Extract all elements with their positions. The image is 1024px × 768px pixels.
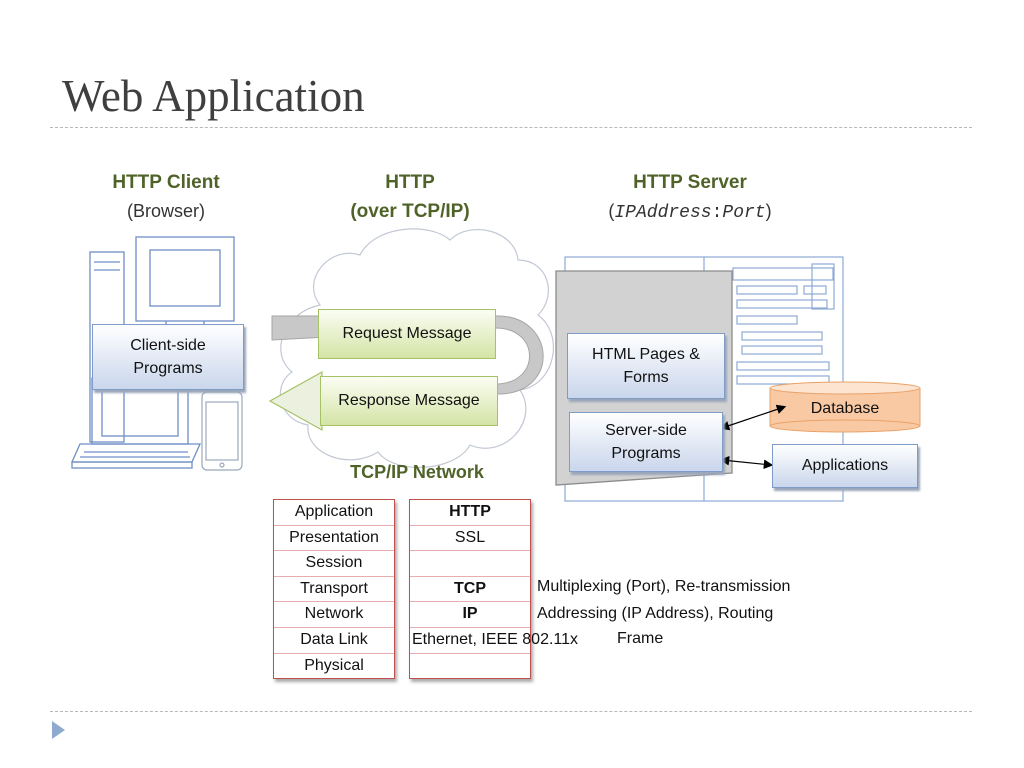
title-divider — [50, 127, 972, 128]
laptop-icon — [70, 377, 202, 469]
protocol-tcp: TCP — [410, 577, 530, 603]
protocol-http: HTTP — [410, 500, 530, 526]
database-label: Database — [810, 400, 880, 418]
osi-layer-transport: Transport — [274, 577, 394, 603]
html-pages-forms-box: HTML Pages & Forms — [567, 333, 725, 399]
request-message-box: Request Message — [318, 309, 496, 359]
database-icon — [769, 381, 921, 433]
client-side-programs-box: Client-side Programs — [92, 324, 244, 390]
client-subheading: (Browser) — [126, 201, 205, 221]
osi-layer-datalink: Data Link — [274, 628, 394, 654]
osi-layer-application: Application — [274, 500, 394, 526]
protocol-ethernet: Ethernet, IEEE 802.11x — [410, 628, 578, 654]
osi-layer-session: Session — [274, 551, 394, 577]
osi-layer-physical: Physical — [304, 656, 364, 674]
applications-box: Applications — [772, 444, 918, 488]
http-subheading: (over TCP/IP) — [350, 201, 470, 222]
osi-layer-presentation: Presentation — [274, 526, 394, 552]
response-message-box: Response Message — [320, 376, 498, 426]
server-applications-arrow — [719, 455, 774, 470]
bullet-arrow-icon — [52, 721, 65, 739]
server-subheading: (IPAddress:Port) — [608, 201, 772, 223]
protocol-ip: IP — [410, 602, 530, 628]
network-note: Addressing (IP Address), Routing — [537, 605, 774, 622]
page-title: Web Application — [62, 71, 365, 121]
server-side-programs-box: Server-side Programs — [569, 412, 723, 472]
protocol-physical — [410, 654, 530, 679]
network-heading: TCP/IP Network — [350, 462, 484, 482]
osi-layer-stack: Application Presentation Session Transpo… — [273, 499, 395, 680]
transport-note: Multiplexing (Port), Re-transmission — [537, 578, 791, 595]
server-heading: HTTP Server — [633, 172, 747, 193]
client-heading: HTTP Client — [112, 172, 220, 193]
http-heading: HTTP — [385, 172, 435, 193]
smartphone-icon — [201, 391, 243, 471]
server-database-arrow — [719, 404, 787, 431]
protocol-session — [410, 551, 530, 577]
osi-layer-network: Network — [274, 602, 394, 628]
protocol-ssl: SSL — [410, 526, 530, 552]
datalink-note: Frame — [617, 630, 664, 647]
footer-divider — [50, 711, 972, 712]
tcpip-protocol-stack: HTTP SSL TCP IP Ethernet, IEEE 802.11x — [409, 499, 578, 680]
